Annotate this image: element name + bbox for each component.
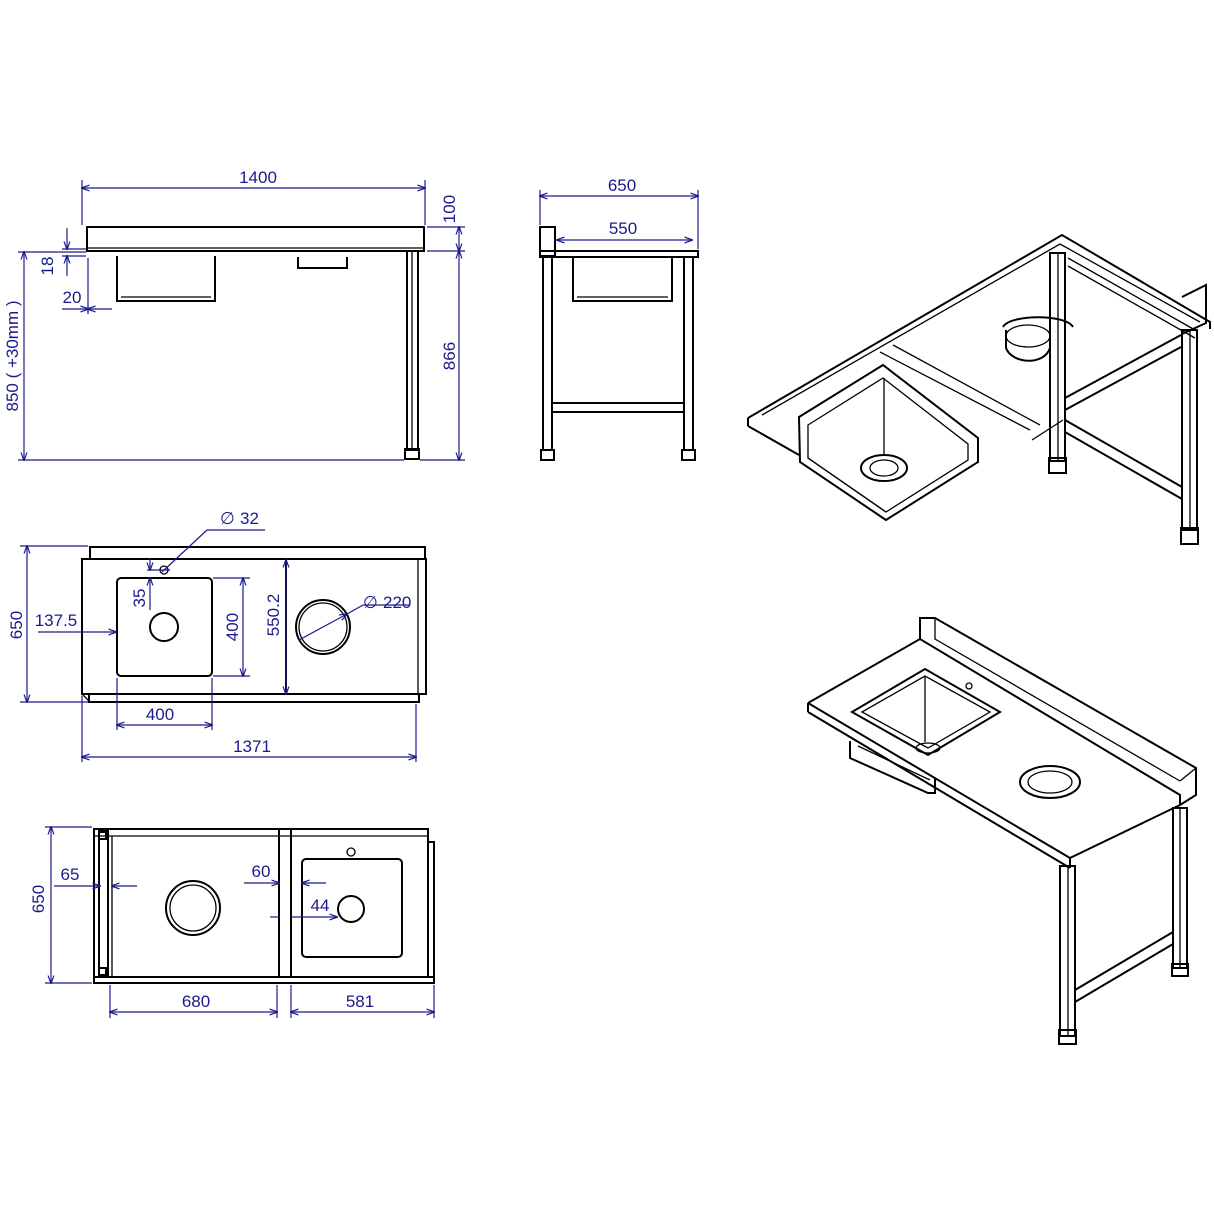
front-dim-width: 1400 [82, 168, 425, 225]
plan-view-outline [93, 828, 435, 984]
front-dim-backsplash: 100 [427, 195, 465, 251]
top-view-outline [81, 546, 427, 703]
front-view-outline [86, 226, 425, 460]
front-dim-rim-offset: 20 [62, 258, 112, 314]
isometric-top-view [807, 617, 1197, 1045]
tap-offset-label: 35 [130, 589, 149, 608]
waste-hole-label: 220 [383, 593, 411, 612]
top-dim-length: 1371 [82, 696, 416, 762]
sink-width-label: 400 [146, 705, 174, 724]
plan-sink-gap-label: 60 [252, 862, 271, 881]
plan-dim-depth: 650 [29, 827, 92, 983]
plan-dim-sink-gap: 60 [244, 862, 326, 883]
side-inner-depth-label: 550 [609, 219, 637, 238]
side-view-outline [539, 226, 699, 461]
length-label: 1371 [233, 737, 271, 756]
side-dim-depth: 650 [540, 176, 698, 249]
top-dim-hole-offset: 550.2 [264, 560, 286, 694]
plan-edge-label: 65 [61, 865, 80, 884]
front-dim-total-height: 850 ( +30mm ) [3, 252, 404, 460]
side-dim-inner-depth: 550 [557, 219, 692, 240]
front-dim-leg-height: 866 [420, 251, 465, 460]
top-depth-label: 650 [7, 611, 26, 639]
top-view: ∅ 32 35 650 137.5 400 550.2 [7, 509, 427, 762]
front-width-label: 1400 [239, 168, 277, 187]
front-total-height-label: 850 ( +30mm ) [3, 300, 22, 411]
front-rim-label: 18 [38, 257, 57, 276]
front-backsplash-label: 100 [440, 195, 459, 223]
plan-left-length-label: 680 [182, 992, 210, 1011]
sink-depth-label: 400 [223, 613, 242, 641]
top-dim-sink-width: 400 [117, 678, 212, 730]
top-dim-depth: 650 [7, 546, 88, 702]
plan-dim-edge: 65 [54, 865, 137, 886]
hole-offset-label: 550.2 [264, 594, 283, 637]
top-dim-sink-offset: 137.5 [35, 611, 116, 632]
plan-drain-offset-label: 44 [311, 896, 330, 915]
top-dim-sink-depth: 400 [213, 578, 250, 676]
plan-dim-drain-offset: 44 [270, 896, 337, 917]
top-dim-tap-offset: 35 [130, 558, 170, 610]
sink-offset-label: 137.5 [35, 611, 78, 630]
top-dim-waste-hole: ∅ 220 [298, 593, 411, 641]
front-dim-rim: 18 [38, 228, 86, 276]
plan-dim-right-length: 581 [291, 985, 434, 1018]
plan-depth-label: 650 [29, 885, 48, 913]
front-view: 1400 100 18 20 850 ( +30mm ) [3, 168, 465, 460]
isometric-underside-view [747, 233, 1211, 545]
side-view: 650 550 [539, 176, 699, 461]
front-rim-offset-label: 20 [63, 288, 82, 307]
tap-hole-label: 32 [240, 509, 259, 528]
plan-right-length-label: 581 [346, 992, 374, 1011]
waste-hole-diameter-symbol: ∅ [363, 593, 378, 612]
side-depth-label: 650 [608, 176, 636, 195]
plan-dim-left-length: 680 [110, 985, 277, 1018]
top-dim-tap-hole: ∅ 32 [161, 509, 265, 573]
front-leg-height-label: 866 [440, 342, 459, 370]
tap-hole-diameter-symbol: ∅ [220, 509, 235, 528]
plan-view: 650 65 60 44 680 581 [29, 827, 435, 1018]
